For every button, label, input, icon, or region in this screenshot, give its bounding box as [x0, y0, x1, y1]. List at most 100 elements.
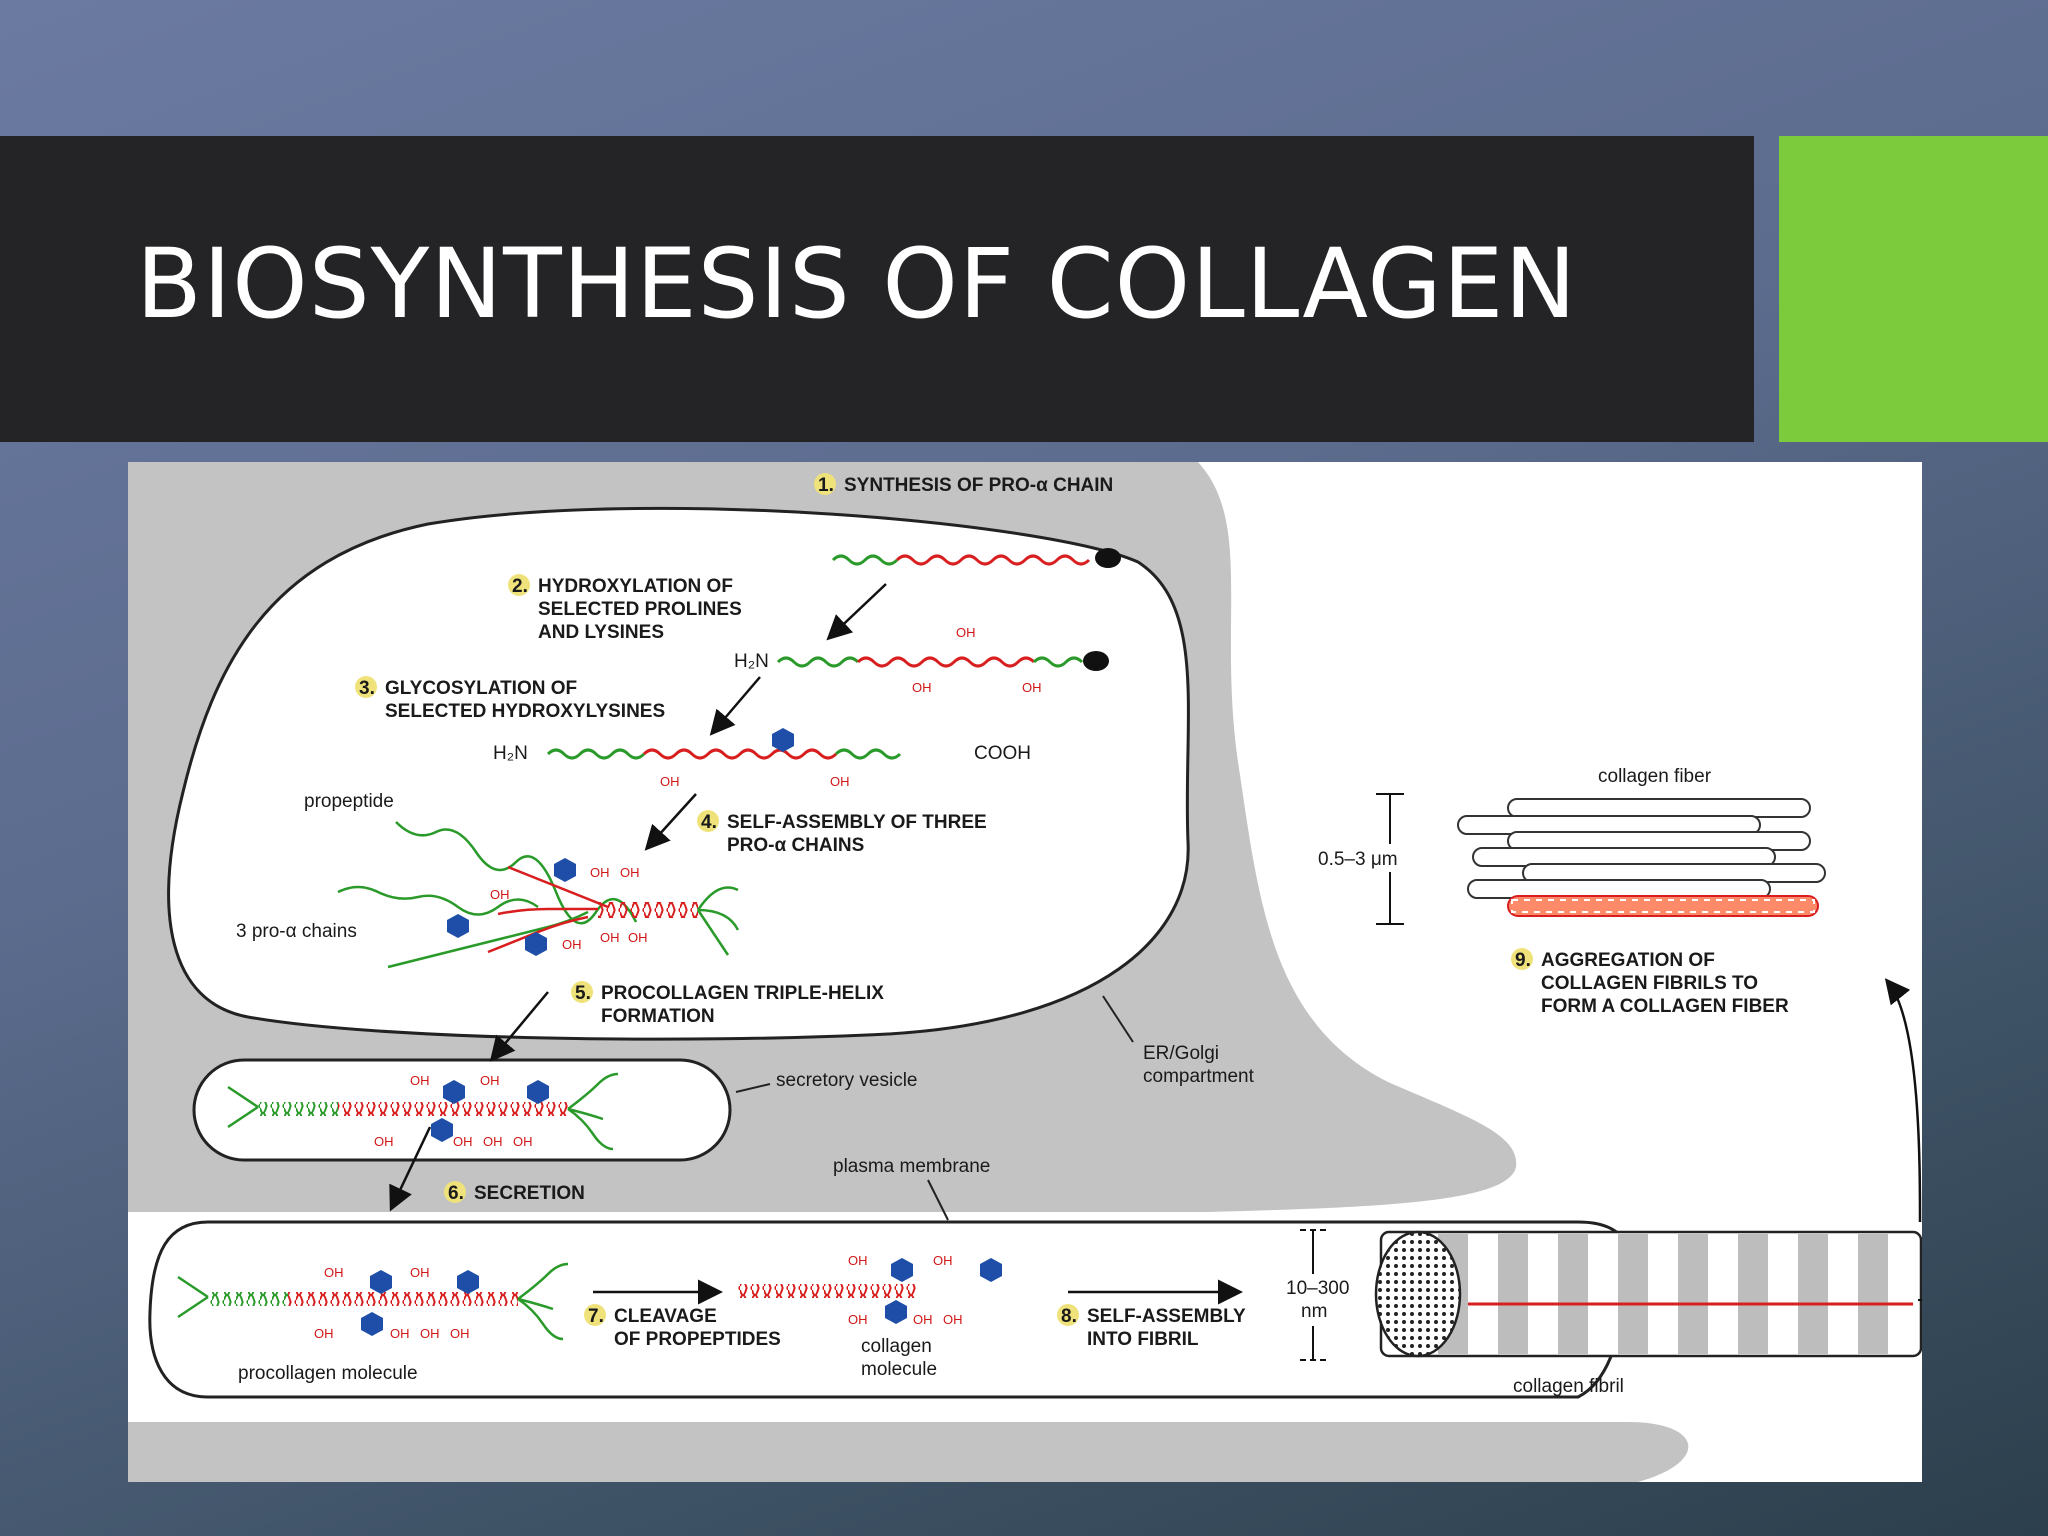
- diagram-canvas: 1. SYNTHESIS OF PRO-α CHAIN 2. HYDROXYLA…: [128, 462, 1922, 1482]
- plasma-membrane-label: plasma membrane: [833, 1156, 990, 1221]
- svg-text:10–300: 10–300: [1286, 1278, 1349, 1299]
- step-4: 4. SELF-ASSEMBLY OF THREE PRO-α CHAINS: [697, 810, 987, 856]
- svg-text:collagen fibril: collagen fibril: [1513, 1376, 1624, 1397]
- step-6: 6. SECRETION: [444, 1181, 585, 1204]
- sugar-hexagon-icon: [891, 1258, 913, 1282]
- sugar-hexagon-icon: [527, 1080, 549, 1104]
- svg-text:SYNTHESIS OF PRO-α CHAIN: SYNTHESIS OF PRO-α CHAIN: [844, 475, 1113, 496]
- sugar-hexagon-icon: [980, 1258, 1002, 1282]
- svg-text:0.5–3 μm: 0.5–3 μm: [1318, 849, 1398, 870]
- svg-text:nm: nm: [1301, 1301, 1327, 1322]
- svg-text:OF PROPEPTIDES: OF PROPEPTIDES: [614, 1329, 781, 1350]
- svg-text:OH: OH: [600, 930, 620, 945]
- step-1: 1. SYNTHESIS OF PRO-α CHAIN: [814, 473, 1113, 496]
- svg-text:OH: OH: [933, 1253, 953, 1268]
- svg-text:FORM A COLLAGEN FIBER: FORM A COLLAGEN FIBER: [1541, 996, 1789, 1017]
- collagen-fiber: collagen fiber: [1457, 766, 1826, 917]
- glycosylated-chain: H₂N COOH OH OH: [493, 728, 1031, 789]
- svg-text:OH: OH: [1022, 680, 1042, 695]
- ribosome-icon: [1095, 548, 1121, 568]
- sugar-hexagon-icon: [772, 728, 794, 752]
- svg-text:PRO-α CHAINS: PRO-α CHAINS: [727, 835, 864, 856]
- svg-text:4.: 4.: [701, 812, 717, 833]
- step-3: 3. GLYCOSYLATION OF SELECTED HYDROXYLYSI…: [355, 676, 665, 722]
- svg-text:9.: 9.: [1515, 950, 1531, 971]
- svg-text:H₂N: H₂N: [493, 743, 528, 764]
- step-7: 7. CLEAVAGE OF PROPEPTIDES: [584, 1304, 781, 1350]
- svg-text:collagen fiber: collagen fiber: [1598, 766, 1712, 787]
- er-golgi-label: ER/Golgi compartment: [1102, 995, 1255, 1087]
- fibril-size-indicator: 10–300 nm: [1278, 1229, 1349, 1361]
- svg-text:OH: OH: [620, 865, 640, 880]
- er-golgi-compartment: [167, 506, 1190, 1041]
- procollagen-molecule: OH OH OH OH OH OH procollagen molecule: [177, 1262, 569, 1384]
- svg-text:ER/Golgi: ER/Golgi: [1143, 1043, 1219, 1064]
- svg-text:OH: OH: [314, 1326, 334, 1341]
- svg-text:OH: OH: [410, 1265, 430, 1280]
- svg-text:5.: 5.: [575, 983, 591, 1004]
- fiber-size-indicator: 0.5–3 μm: [1314, 793, 1434, 925]
- collagen-biosynthesis-figure: 1. SYNTHESIS OF PRO-α CHAIN 2. HYDROXYLA…: [128, 462, 1922, 1482]
- svg-text:secretory vesicle: secretory vesicle: [776, 1070, 918, 1091]
- svg-text:OH: OH: [420, 1326, 440, 1341]
- svg-text:SELECTED PROLINES: SELECTED PROLINES: [538, 599, 742, 620]
- svg-text:3.: 3.: [359, 678, 375, 699]
- svg-text:OH: OH: [943, 1312, 963, 1327]
- svg-text:SELECTED HYDROXYLYSINES: SELECTED HYDROXYLYSINES: [385, 701, 665, 722]
- svg-text:FORMATION: FORMATION: [601, 1006, 715, 1027]
- collagen-molecule: OH OH OH OH OH collagen molecule: [738, 1253, 1002, 1380]
- svg-text:2.: 2.: [512, 576, 528, 597]
- accent-square: [1779, 136, 2048, 442]
- svg-text:OH: OH: [483, 1134, 503, 1149]
- svg-text:COLLAGEN FIBRILS TO: COLLAGEN FIBRILS TO: [1541, 973, 1758, 994]
- svg-text:OH: OH: [830, 774, 850, 789]
- sugar-hexagon-icon: [370, 1270, 392, 1294]
- sugar-hexagon-icon: [554, 858, 576, 882]
- svg-text:GLYCOSYLATION OF: GLYCOSYLATION OF: [385, 678, 577, 699]
- svg-text:7.: 7.: [588, 1306, 604, 1327]
- svg-text:OH: OH: [480, 1073, 500, 1088]
- svg-text:OH: OH: [590, 865, 610, 880]
- svg-text:plasma membrane: plasma membrane: [833, 1156, 990, 1177]
- svg-text:OH: OH: [660, 774, 680, 789]
- svg-text:AGGREGATION OF: AGGREGATION OF: [1541, 950, 1715, 971]
- svg-text:OH: OH: [390, 1326, 410, 1341]
- svg-text:molecule: molecule: [861, 1359, 937, 1380]
- svg-text:SELF-ASSEMBLY: SELF-ASSEMBLY: [1087, 1306, 1246, 1327]
- svg-text:1.: 1.: [818, 475, 834, 496]
- slide-title: BIOSYNTHESIS OF COLLAGEN: [136, 228, 1578, 340]
- svg-text:compartment: compartment: [1143, 1066, 1255, 1087]
- svg-text:8.: 8.: [1061, 1306, 1077, 1327]
- svg-text:PROCOLLAGEN TRIPLE-HELIX: PROCOLLAGEN TRIPLE-HELIX: [601, 983, 884, 1004]
- svg-text:6.: 6.: [448, 1183, 464, 1204]
- secretory-vesicle-label: secretory vesicle: [735, 1070, 918, 1093]
- svg-text:SECRETION: SECRETION: [474, 1183, 585, 1204]
- svg-text:OH: OH: [324, 1265, 344, 1280]
- step-9: 9. AGGREGATION OF COLLAGEN FIBRILS TO FO…: [1511, 948, 1789, 1017]
- svg-text:OH: OH: [490, 887, 510, 902]
- svg-text:INTO FIBRIL: INTO FIBRIL: [1087, 1329, 1199, 1350]
- sugar-hexagon-icon: [443, 1080, 465, 1104]
- svg-text:OH: OH: [913, 1312, 933, 1327]
- sugar-hexagon-icon: [525, 932, 547, 956]
- svg-text:OH: OH: [562, 937, 582, 952]
- vesicle-procollagen: OH OH OH OH OH OH: [227, 1072, 619, 1151]
- sugar-hexagon-icon: [447, 914, 469, 938]
- svg-text:OH: OH: [453, 1134, 473, 1149]
- svg-text:H₂N: H₂N: [734, 651, 769, 672]
- step-8: 8. SELF-ASSEMBLY INTO FIBRIL: [1057, 1304, 1246, 1350]
- cell-bottom-edge: [128, 1422, 1689, 1482]
- svg-text:OH: OH: [628, 930, 648, 945]
- pro-alpha-chain-top: [831, 548, 1121, 568]
- svg-text:OH: OH: [450, 1326, 470, 1341]
- sugar-hexagon-icon: [885, 1300, 907, 1324]
- collagen-fibril: collagen fibril: [1374, 1230, 1922, 1397]
- svg-text:COOH: COOH: [974, 743, 1031, 764]
- svg-text:SELF-ASSEMBLY OF THREE: SELF-ASSEMBLY OF THREE: [727, 812, 987, 833]
- svg-text:HYDROXYLATION OF: HYDROXYLATION OF: [538, 576, 733, 597]
- svg-text:OH: OH: [513, 1134, 533, 1149]
- svg-text:AND LYSINES: AND LYSINES: [538, 622, 664, 643]
- svg-text:propeptide: propeptide: [304, 791, 394, 812]
- hydroxylated-chain: H₂N OH OH OH: [734, 625, 1109, 695]
- step-2: 2. HYDROXYLATION OF SELECTED PROLINES AN…: [508, 574, 742, 643]
